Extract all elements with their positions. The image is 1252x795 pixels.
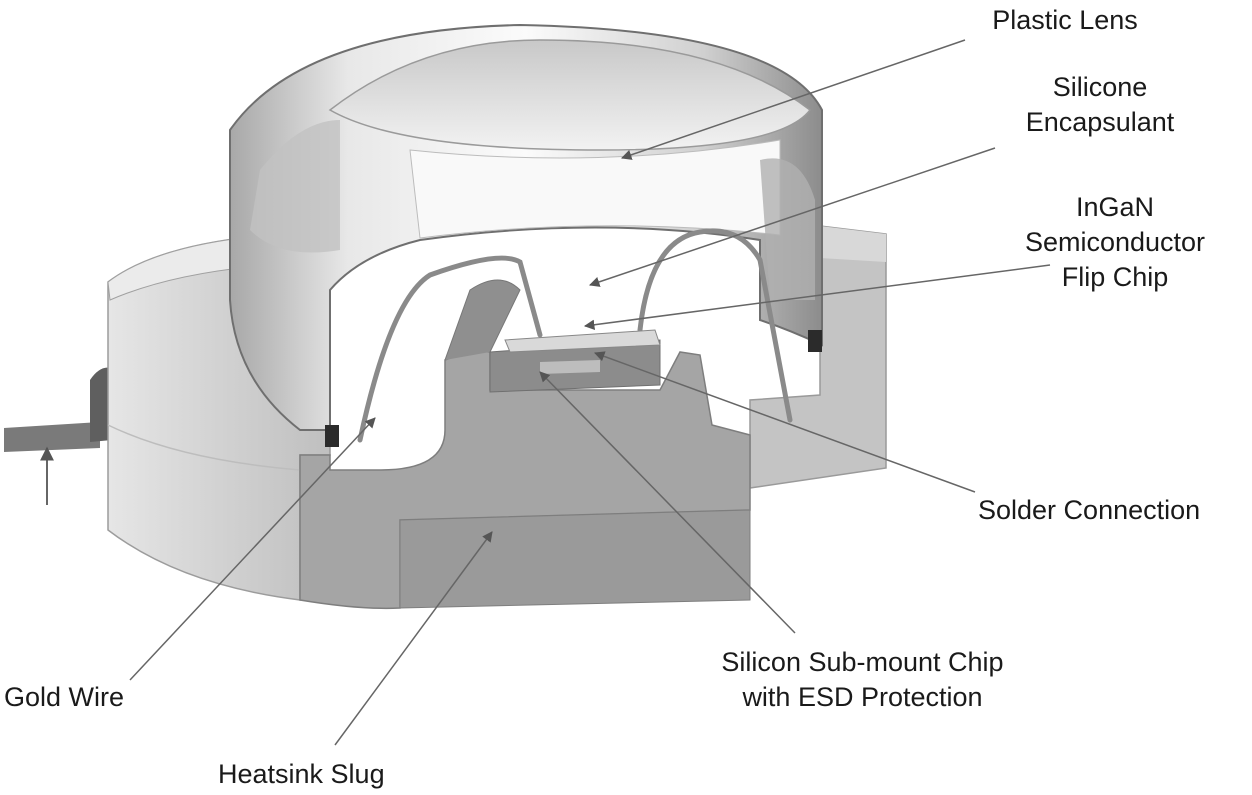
label-heatsink-slug: Heatsink Slug	[218, 757, 385, 792]
label-silicone-encapsulant: Silicone Encapsulant	[1000, 70, 1200, 140]
leader-silicone-encapsulant	[589, 147, 996, 287]
label-gold-wire: Gold Wire	[4, 680, 124, 715]
lead-pin	[4, 367, 112, 505]
label-ingan-chip-line1: InGaN	[1075, 192, 1155, 222]
label-silicone-encapsulant-line1: Silicone	[1052, 72, 1148, 102]
label-gold-wire-text: Gold Wire	[4, 682, 125, 712]
label-submount-chip: Silicon Sub-mount Chip with ESD Protecti…	[680, 645, 1045, 715]
label-solder-connection: Solder Connection	[978, 493, 1200, 528]
heatsink-slug-shape	[299, 279, 751, 610]
label-plastic-lens: Plastic Lens	[965, 3, 1165, 38]
label-ingan-chip-line2: Semiconductor	[1024, 227, 1206, 257]
leader-plastic-lens	[621, 39, 966, 160]
label-plastic-lens-text: Plastic Lens	[992, 5, 1138, 35]
plastic-lens-shape	[229, 23, 823, 447]
leader-submount-chip	[539, 371, 796, 634]
label-ingan-chip-line3: Flip Chip	[1061, 262, 1169, 292]
leader-lines	[129, 39, 1051, 746]
label-solder-connection-text: Solder Connection	[978, 495, 1201, 525]
leader-gold-wire	[129, 417, 376, 681]
leader-ingan-chip	[583, 264, 1051, 330]
label-ingan-chip: InGaN Semiconductor Flip Chip	[1000, 190, 1230, 295]
leader-heatsink-slug	[334, 531, 493, 746]
label-heatsink-slug-text: Heatsink Slug	[218, 759, 385, 789]
chip-stack	[489, 329, 661, 393]
label-submount-chip-line2: with ESD Protection	[742, 682, 983, 712]
label-submount-chip-line1: Silicon Sub-mount Chip	[721, 647, 1004, 677]
gold-wire-shape	[357, 228, 793, 443]
label-silicone-encapsulant-line2: Encapsulant	[1025, 107, 1175, 137]
leader-solder-connection	[594, 351, 976, 493]
